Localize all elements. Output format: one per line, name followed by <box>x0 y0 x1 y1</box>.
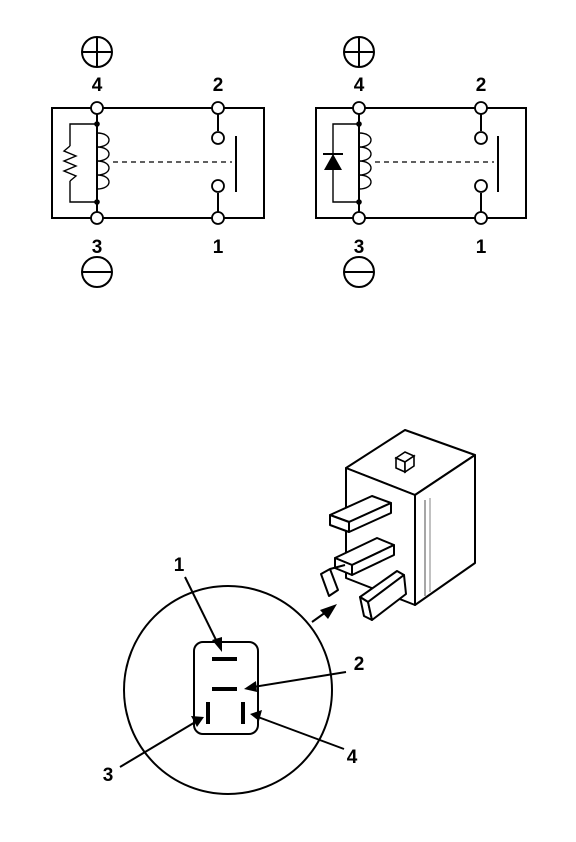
terminal-label-2: 2 <box>476 75 487 96</box>
terminal-3 <box>352 211 366 225</box>
relay-blade-pin <box>334 537 395 576</box>
relay-blade-pin <box>329 495 392 533</box>
terminal-label-1: 1 <box>476 237 487 258</box>
coil-symbol <box>96 132 110 190</box>
terminal-label-4: 4 <box>354 75 365 96</box>
callout-label-3: 3 <box>103 765 114 786</box>
socket-outline <box>193 641 259 735</box>
terminal-label-1: 1 <box>213 237 224 258</box>
terminal-1 <box>474 211 488 225</box>
diode-symbol <box>323 123 359 203</box>
terminal-2 <box>211 101 225 115</box>
pointer-arrow <box>311 604 337 623</box>
relay-body <box>320 429 476 621</box>
terminal-3 <box>90 211 104 225</box>
resistor-symbol <box>62 123 97 203</box>
terminal-1 <box>211 211 225 225</box>
coil-symbol <box>358 132 372 190</box>
minus-circle-icon <box>81 256 113 288</box>
switch-contact-symbol <box>211 108 237 218</box>
relay-blade-pin <box>359 570 407 621</box>
relay-blade-pin <box>320 564 346 597</box>
terminal-label-3: 3 <box>354 237 365 258</box>
relay-housing-outline <box>51 107 265 219</box>
callout-label-1: 1 <box>174 555 185 576</box>
plus-circle-icon <box>81 36 113 68</box>
terminal-label-4: 4 <box>92 75 103 96</box>
minus-circle-icon <box>343 256 375 288</box>
plus-circle-icon <box>343 36 375 68</box>
callout-label-2: 2 <box>354 654 365 675</box>
right-relay-schematic: 4 2 3 1 <box>315 36 527 288</box>
terminal-label-3: 3 <box>92 237 103 258</box>
terminal-4 <box>352 101 366 115</box>
relay-housing-outline <box>315 107 527 219</box>
terminal-4 <box>90 101 104 115</box>
socket-magnifier <box>119 576 347 795</box>
left-relay-schematic: 4 2 3 1 <box>51 36 265 288</box>
switch-contact-symbol <box>474 108 499 218</box>
terminal-2 <box>474 101 488 115</box>
terminal-label-2: 2 <box>213 75 224 96</box>
relay-top-tab <box>394 451 416 474</box>
callout-label-4: 4 <box>347 747 358 768</box>
